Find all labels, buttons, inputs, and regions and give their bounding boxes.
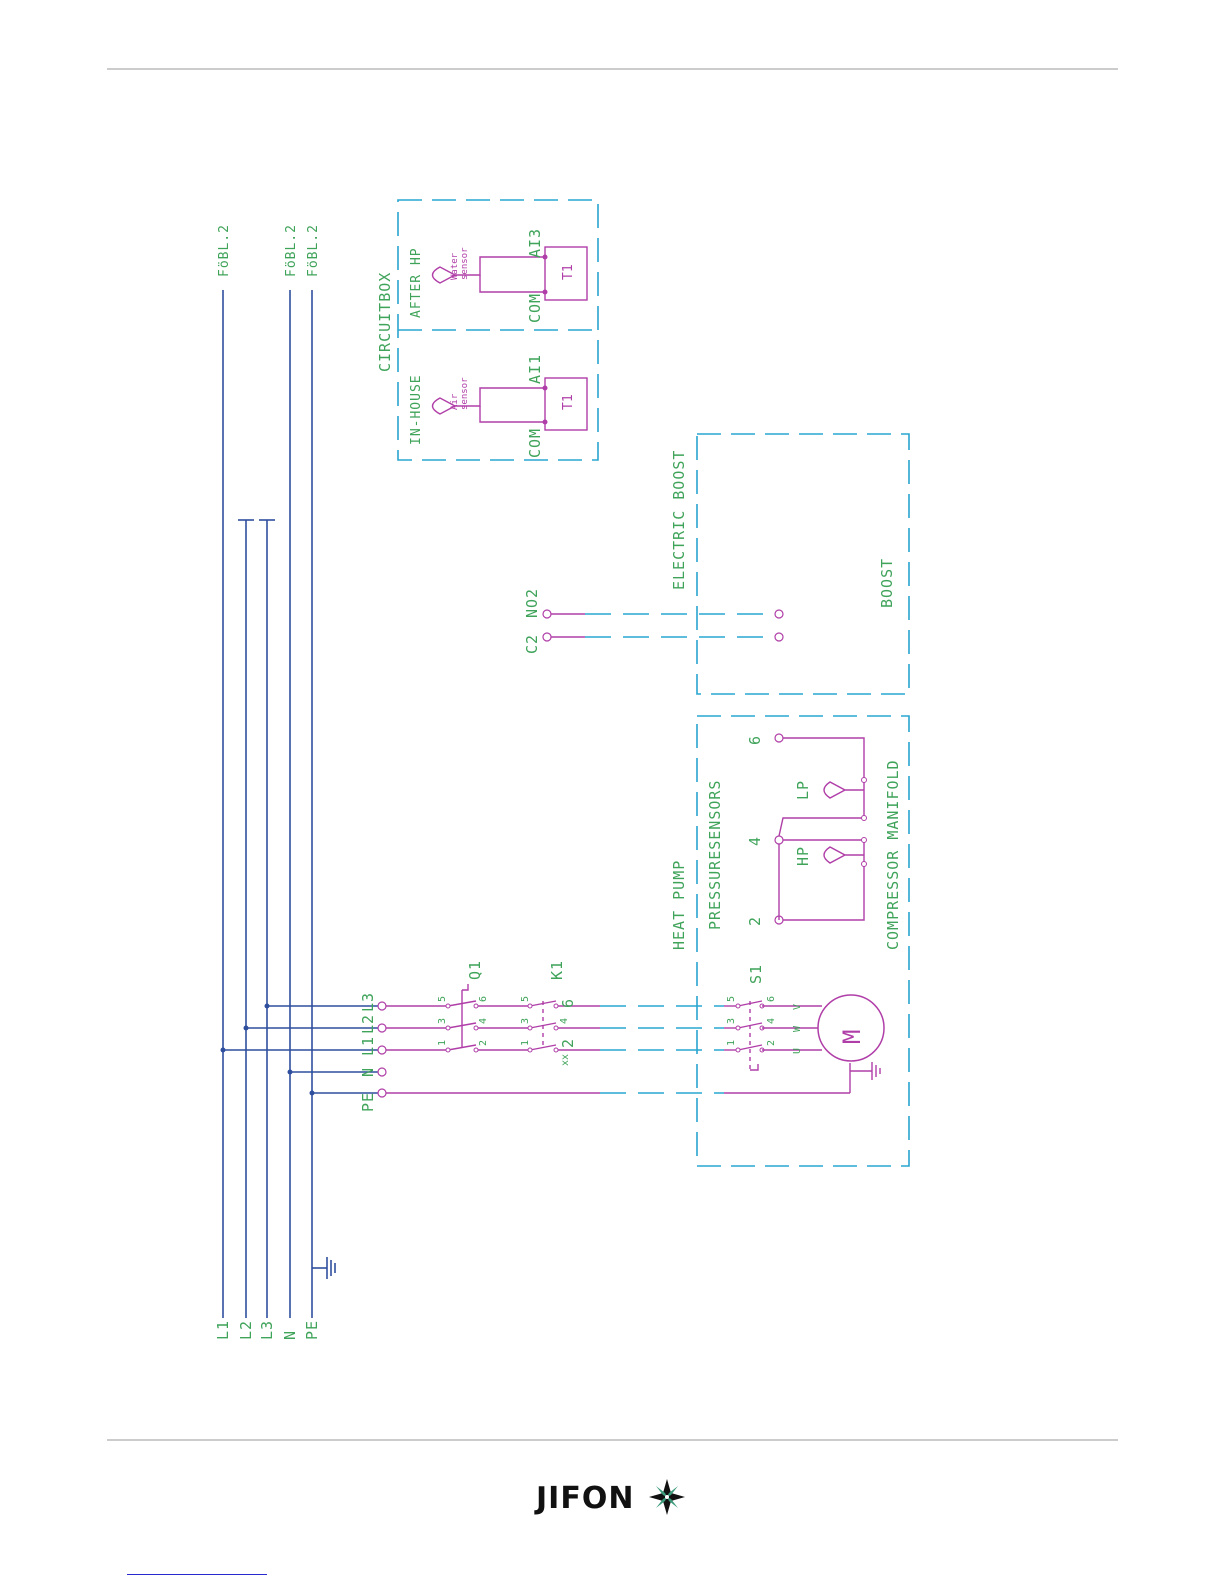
supply-label-l1: L1 xyxy=(214,1320,232,1340)
supply-label-l2: L2 xyxy=(237,1320,255,1340)
motor-pin-v: V xyxy=(792,1004,803,1010)
boost-wires xyxy=(543,610,783,641)
hp-sensor-icon xyxy=(824,847,864,863)
air-sensor-label-1: Air xyxy=(450,393,460,410)
q1-pin-2: 2 xyxy=(478,1040,489,1046)
pressure-terminal-6: 6 xyxy=(746,735,764,745)
s1-pin-6: 6 xyxy=(766,996,777,1002)
q1-pin-5: 5 xyxy=(437,996,448,1002)
k1-pin-1: 1 xyxy=(520,1040,531,1046)
in-house-com: COM xyxy=(526,428,544,458)
s1-pin-1: 1 xyxy=(726,1040,737,1046)
k1-pin-5: 5 xyxy=(520,996,531,1002)
terminal-label-l2: L2 xyxy=(359,1014,377,1034)
s1-pin-4: 4 xyxy=(766,1018,777,1024)
motor-pin-w: W xyxy=(792,1025,803,1032)
manifold-title: COMPRESSOR MANIFOLD xyxy=(884,759,902,950)
lp-sensor-icon xyxy=(824,782,864,798)
k1-pin-3: 3 xyxy=(520,1018,531,1024)
k1-note: xx xyxy=(560,1054,571,1066)
k1-pin-6: 6 xyxy=(559,998,577,1008)
terminal-label-l3: L3 xyxy=(359,992,377,1012)
q1-pin-1: 1 xyxy=(437,1040,448,1046)
in-house-t1: T1 xyxy=(561,394,576,410)
footer-link-underline xyxy=(127,1574,267,1575)
boost-device-label: BOOST xyxy=(878,558,896,608)
ref-label-3: FöBL.2 xyxy=(306,224,321,277)
after-hp-ai3: AI3 xyxy=(526,228,544,258)
in-house-label: IN-HOUSE xyxy=(409,374,424,445)
in-house-ai1: AI1 xyxy=(526,354,544,384)
q1-pin-3: 3 xyxy=(437,1018,448,1024)
supply-label-n: N xyxy=(281,1330,299,1340)
input-terminals xyxy=(378,1002,386,1097)
s1-label: S1 xyxy=(747,964,765,984)
k1-pin-2: 2 xyxy=(559,1038,577,1048)
supply-label-l3: L3 xyxy=(258,1320,276,1340)
motor-pin-u: U xyxy=(792,1048,803,1054)
supply-buses xyxy=(221,290,379,1318)
heat-pump-title: HEAT PUMP xyxy=(670,860,688,950)
water-sensor-label-2: sensor xyxy=(460,247,470,280)
s1-pin-5: 5 xyxy=(726,996,737,1002)
water-sensor-label-1: Water xyxy=(450,252,460,280)
pressure-terminal-2: 2 xyxy=(746,916,764,926)
compass-rose-icon xyxy=(649,1479,685,1515)
boost-terminal-c2: C2 xyxy=(523,634,541,654)
pressure-title: PRESSURESENSORS xyxy=(706,780,724,930)
motor-label: M xyxy=(838,1030,866,1044)
ref-label-2: FöBL.2 xyxy=(284,224,299,277)
electric-boost-title: ELECTRIC BOOST xyxy=(670,450,688,590)
s1-pin-3: 3 xyxy=(726,1018,737,1024)
brand-logo-text: JIFON xyxy=(534,1481,634,1516)
after-hp-t1: T1 xyxy=(561,264,576,280)
ref-label-1: FöBL.2 xyxy=(217,224,232,277)
terminal-label-l1: L1 xyxy=(359,1036,377,1056)
supply-label-pe: PE xyxy=(303,1320,321,1340)
terminal-label-pe: PE xyxy=(359,1092,377,1112)
k1-pin-4: 4 xyxy=(559,1018,570,1024)
motor-icon xyxy=(818,995,884,1061)
after-hp-label: AFTER HP xyxy=(409,247,424,318)
pressure-sensor-wiring xyxy=(775,734,867,924)
circuitbox-title: CIRCUITBOX xyxy=(376,272,394,372)
contactor-label: K1 xyxy=(548,960,566,980)
q1-pin-4: 4 xyxy=(478,1018,489,1024)
hp-sensor-label: HP xyxy=(794,846,812,866)
breaker-label: Q1 xyxy=(466,960,484,980)
lp-sensor-label: LP xyxy=(794,780,812,800)
air-sensor-label-2: sensor xyxy=(460,377,470,410)
boost-terminal-no2: NO2 xyxy=(523,588,541,618)
pressure-terminal-4: 4 xyxy=(746,836,764,846)
q1-pin-6: 6 xyxy=(478,996,489,1002)
terminal-label-n: N xyxy=(359,1067,377,1077)
s1-pin-2: 2 xyxy=(766,1040,777,1046)
after-hp-com: COM xyxy=(526,293,544,323)
